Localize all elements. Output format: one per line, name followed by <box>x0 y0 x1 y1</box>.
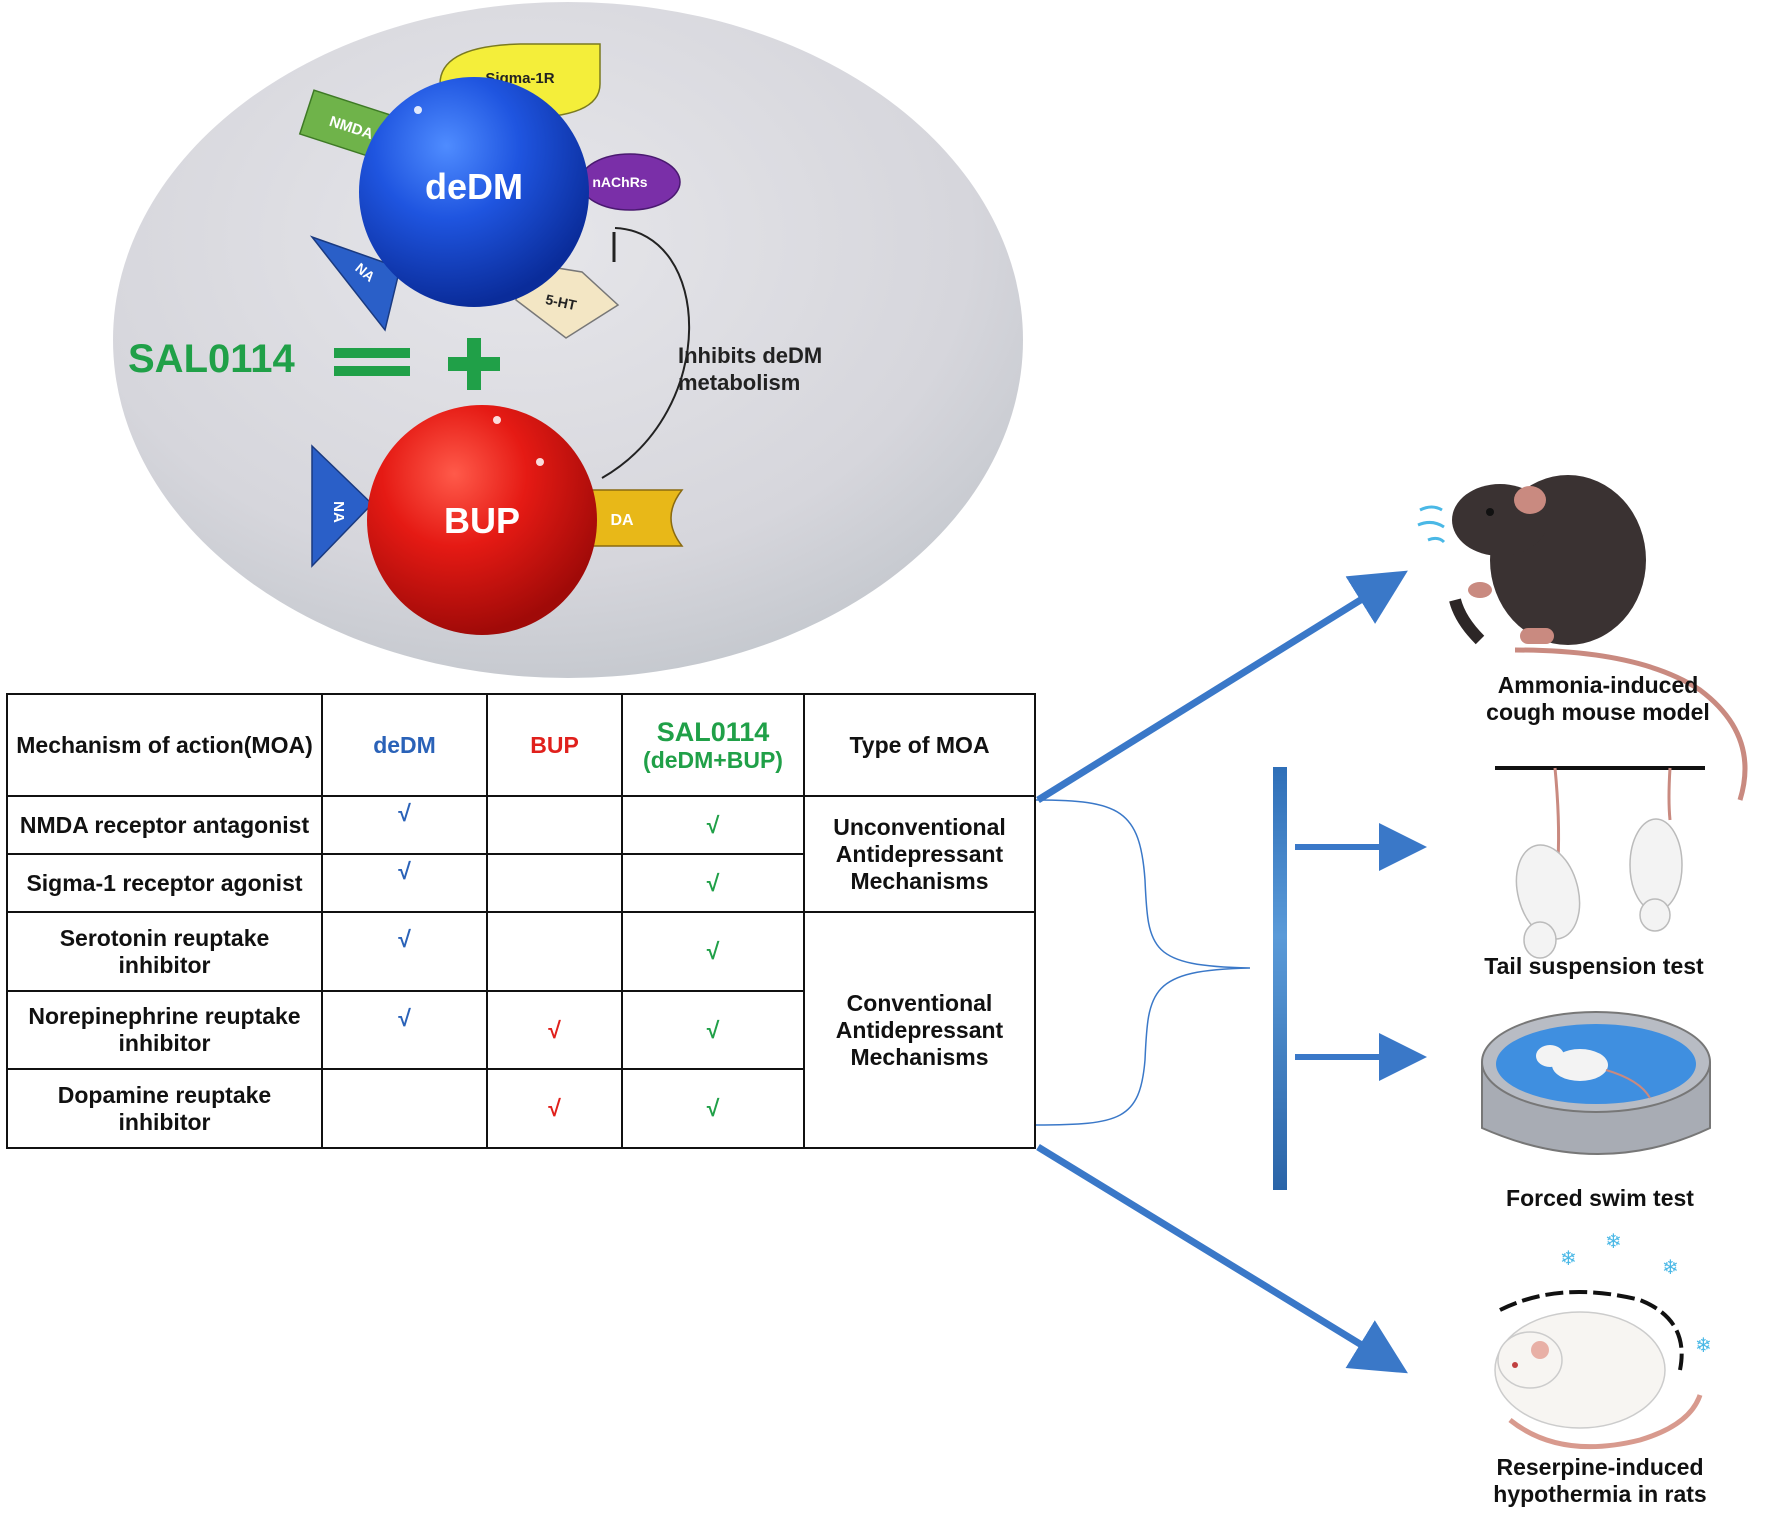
row-bup-check <box>486 911 623 992</box>
hypo-label-text: Reserpine-induced <box>1496 1454 1703 1480</box>
swim-label: Forced swim test <box>1506 1185 1694 1211</box>
row-bup-check <box>486 853 623 914</box>
header-sal0114: SAL0114 (deDM+BUP) <box>621 693 805 797</box>
header-sal-line1: SAL0114 <box>656 717 770 747</box>
table-row: Serotonin reuptake inhibitor √ √ Convent… <box>6 911 1036 1149</box>
check-mark: √ <box>398 857 411 884</box>
header-mechanism: Mechanism of action(MOA) <box>6 693 323 797</box>
cough-label-text-line2: cough mouse model <box>1486 699 1710 725</box>
forced-swim-illustration <box>1481 1011 1711 1155</box>
svg-text:❄: ❄ <box>1560 1248 1577 1270</box>
row-dedm-check: √ <box>321 794 488 856</box>
row-dedm-check: √ <box>321 853 488 914</box>
header-dedm: deDM <box>321 693 488 797</box>
bup-ball-label: BUP <box>444 500 520 541</box>
row-bup-check <box>486 794 623 856</box>
plus-sign <box>448 338 500 390</box>
row-sal-check: √ <box>621 853 805 914</box>
row-sal-check: √ <box>621 794 805 856</box>
nachrs-label: nAChRs <box>592 174 647 190</box>
type-conventional: Conventional Antidepressant Mechanisms <box>803 911 1036 1149</box>
row-dedm-check: √ <box>321 989 488 1071</box>
sht-label: 5-HT <box>544 291 578 313</box>
header-bup: BUP <box>486 693 623 797</box>
check-mark: √ <box>398 799 411 826</box>
row-dedm-check: √ <box>321 911 488 992</box>
row-mechanism: Serotonin reuptake inhibitor <box>6 911 323 992</box>
row-sal-check: √ <box>621 911 805 992</box>
inhibition-arc <box>601 227 691 479</box>
inhibits-text-line2: metabolism <box>678 370 800 395</box>
type-unconventional: Unconventional Antidepressant Mechanisms <box>803 794 1036 914</box>
moa-table: Mechanism of action(MOA) deDM BUP SAL011… <box>6 693 1036 1149</box>
da-label: DA <box>610 512 634 529</box>
svg-text:❄: ❄ <box>1605 1231 1622 1253</box>
cough-mouse-illustration <box>1417 475 1748 801</box>
svg-text:❄: ❄ <box>1695 1335 1712 1357</box>
dedm-ball-label: deDM <box>425 166 523 207</box>
bup-highlight-1 <box>493 416 501 424</box>
row-mechanism: NMDA receptor antagonist <box>6 794 323 856</box>
table-header-row: Mechanism of action(MOA) deDM BUP SAL011… <box>6 693 1036 797</box>
sal0114-label: SAL0114 <box>128 337 296 381</box>
cough-label-text: Ammonia-induced <box>1498 672 1699 698</box>
na-receptor-bottom: NA <box>311 444 374 568</box>
hypothermia-rat-illustration: ❄ ❄ ❄ ❄ <box>1494 1231 1712 1450</box>
dedm-ball <box>359 77 589 307</box>
header-sal-line2: (deDM+BUP) <box>643 747 783 773</box>
tail-label: Tail suspension test <box>1484 953 1704 979</box>
hypo-label-text-line2: hypothermia in rats <box>1493 1481 1706 1507</box>
table-row: Norepinephrine reuptake inhibitor √ √ √ <box>6 989 1035 1071</box>
table-row: Sigma-1 receptor agonist √ √ <box>6 853 1035 914</box>
table-row: NMDA receptor antagonist √ √ Unconventio… <box>6 794 1036 914</box>
vertical-bar <box>1273 767 1287 1190</box>
nachrs-receptor: nAChRs <box>579 153 681 211</box>
bup-highlight-2 <box>536 458 544 466</box>
na-receptor-top: NA <box>309 235 401 332</box>
row-mechanism: Sigma-1 receptor agonist <box>6 853 323 914</box>
row-sal-check: √ <box>621 1068 805 1149</box>
row-sal-check: √ <box>621 989 805 1071</box>
arrow-to-cough <box>1036 570 1408 803</box>
inhibits-text-line1: Inhibits deDM <box>678 343 822 368</box>
check-mark: √ <box>398 1004 411 1031</box>
arrow-to-hypothermia <box>1036 1144 1408 1374</box>
na-bottom-label: NA <box>330 501 347 523</box>
equals-sign <box>334 348 410 376</box>
curly-brace <box>1035 799 1251 1126</box>
table-row: Dopamine reuptake inhibitor √ √ <box>6 1068 1035 1149</box>
row-bup-check: √ <box>486 989 623 1071</box>
tail-suspension-illustration <box>1495 766 1705 959</box>
row-mechanism: Norepinephrine reuptake inhibitor <box>6 989 323 1071</box>
row-mechanism: Dopamine reuptake inhibitor <box>6 1068 323 1149</box>
row-dedm-check <box>321 1068 488 1149</box>
svg-text:❄: ❄ <box>1662 1257 1679 1279</box>
check-mark: √ <box>398 926 411 953</box>
header-type: Type of MOA <box>803 693 1036 797</box>
da-receptor: DA <box>587 489 684 547</box>
row-bup-check: √ <box>486 1068 623 1149</box>
dedm-highlight <box>414 106 422 114</box>
